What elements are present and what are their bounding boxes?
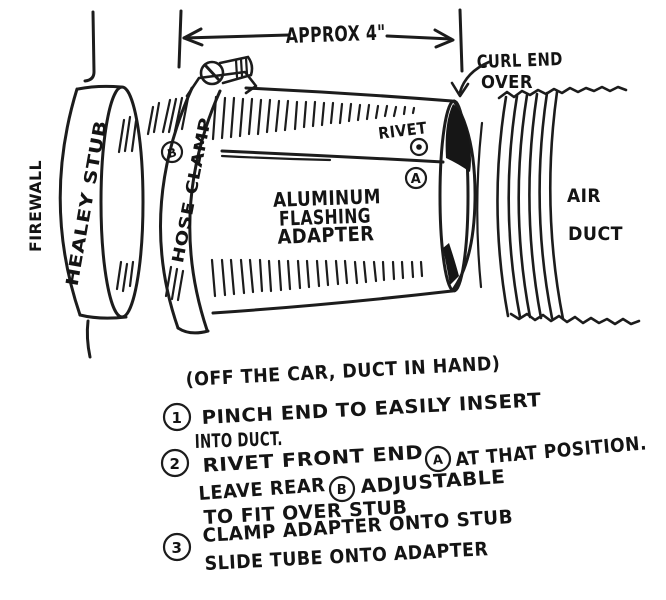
dimension-line-left — [182, 33, 291, 40]
marker-a-letter: A — [411, 172, 422, 187]
screw-body — [218, 55, 254, 85]
adapter: RIVET A ALUMINUM FLASHING ADAPTER — [210, 86, 477, 315]
stub-shading-hatch — [115, 115, 138, 293]
duct-label-line2: DUCT — [568, 223, 623, 245]
curl-arrow — [458, 60, 491, 94]
stub-left-edge — [58, 87, 82, 317]
firewall: FIREWALL — [26, 10, 96, 359]
marker-a-circle — [404, 166, 428, 190]
step1-number-circle — [162, 402, 192, 432]
curl-shadow-top — [445, 104, 471, 172]
step1-line2: INTO DUCT. — [194, 428, 283, 453]
clamp-bottom-cap — [176, 326, 210, 335]
adapter-upper-hatch — [211, 95, 416, 141]
step3-number: 3 — [172, 539, 183, 557]
dimension-annotation: APPROX 4" — [177, 8, 464, 73]
dimension-label: APPROX 4" — [285, 21, 386, 48]
duct-corrugation-5 — [538, 91, 554, 320]
dimension-tick-right — [458, 8, 464, 73]
firewall-line-bottom — [85, 319, 92, 359]
duct-break-bottom — [509, 312, 641, 326]
adapter-seam-line2 — [220, 154, 332, 162]
dimension-line-right — [385, 34, 453, 41]
step3-number-circle — [162, 532, 192, 562]
duct-corrugation-6 — [548, 90, 565, 321]
rivet-icon-dot — [416, 144, 422, 150]
step2-number-circle — [160, 448, 190, 478]
step2-marker-a-letter: A — [432, 453, 444, 469]
rivet-icon — [409, 137, 429, 157]
curl-note-line1: CURL END — [476, 49, 563, 73]
adapter-lower-hatch — [210, 258, 424, 298]
step2-marker-b-circle — [328, 475, 356, 503]
duct-break-top — [497, 85, 628, 100]
adapter-seam-line — [220, 149, 445, 164]
stub-top-edge — [76, 84, 123, 91]
duct-edge-arc — [476, 121, 484, 289]
curl-note-line2: OVER — [481, 72, 533, 93]
curl-note: CURL END OVER — [450, 49, 563, 98]
step2-number: 2 — [170, 455, 181, 473]
screw-head-icon — [199, 60, 225, 86]
arrowhead-right-icon — [433, 28, 455, 49]
screw-slot-icon — [203, 63, 221, 82]
stub-end-face — [99, 85, 145, 319]
step1-number: 1 — [172, 409, 183, 427]
step2-marker-a-circle — [424, 445, 452, 473]
dimension-tick-left — [177, 9, 183, 69]
duct-corrugation-4 — [528, 92, 543, 320]
firewall-line-top — [83, 10, 96, 83]
step2-marker-b-letter: B — [337, 483, 347, 498]
air-duct: AIR DUCT — [476, 85, 641, 326]
adapter-bottom-edge — [211, 289, 454, 315]
marker-b-circle — [160, 140, 184, 164]
curl-shadow-bottom — [443, 243, 459, 285]
marker-b-letter: B — [166, 145, 179, 161]
curl-arrowhead-icon — [450, 81, 470, 98]
clamp-outer-edge — [159, 86, 194, 330]
firewall-label: FIREWALL — [26, 160, 45, 252]
clamp-shading-hatch — [146, 96, 190, 302]
arrowhead-left-icon — [182, 27, 204, 47]
duct-label-line1: AIR — [567, 185, 601, 207]
duct-corrugation-3 — [517, 93, 532, 319]
adapter-label-line1: ALUMINUM — [273, 184, 382, 212]
duct-corrugation-1 — [496, 95, 510, 318]
clamp-inner-edge — [188, 89, 222, 332]
duct-corrugation-2 — [507, 94, 522, 319]
adapter-label-line2: FLASHING — [279, 203, 372, 230]
adapter-top-edge — [244, 86, 454, 103]
adapter-label-line3: ADAPTER — [277, 221, 375, 248]
